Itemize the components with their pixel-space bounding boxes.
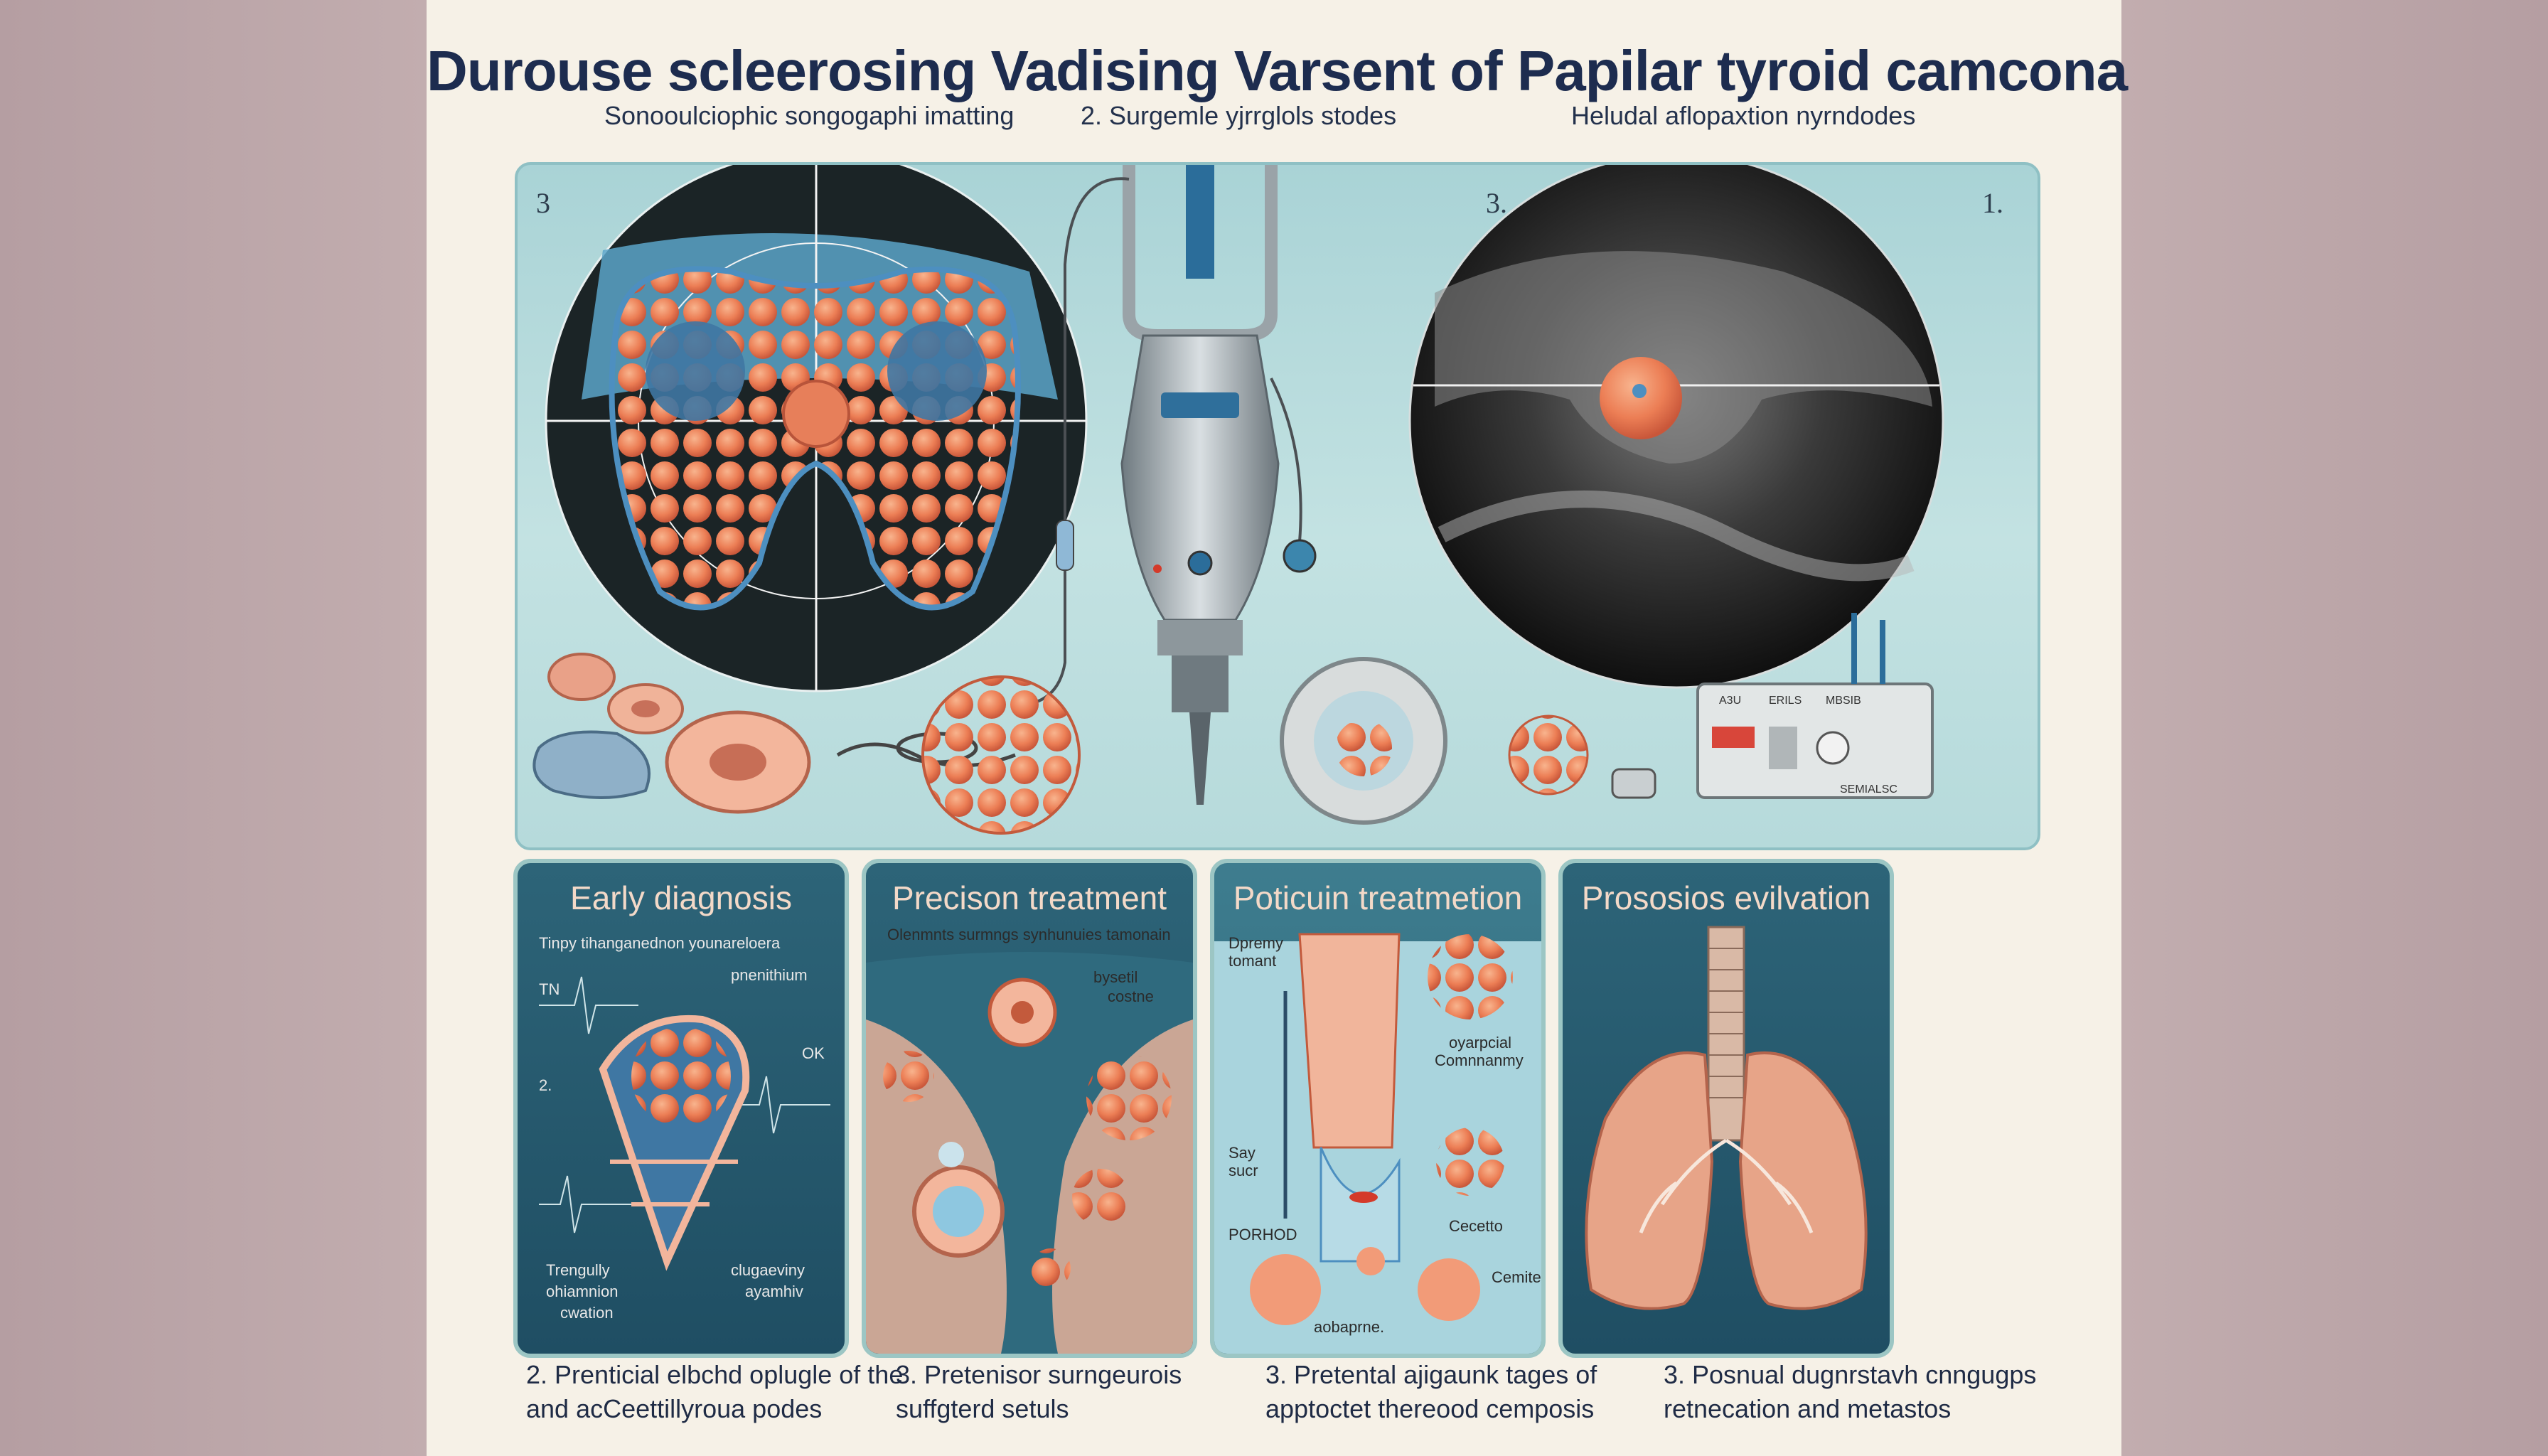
card-label: Tinpy tihanganednon younareloera xyxy=(539,934,781,952)
card-label: pnenithium xyxy=(731,966,808,984)
card-label: ayamhiv xyxy=(745,1283,803,1300)
card-label: ohiamnion xyxy=(546,1283,619,1300)
top-illustration-panel: 3 3. 1. xyxy=(515,162,2040,850)
card-label: Olenmnts surmngs synhunuies tamonain xyxy=(887,926,1171,943)
caption-2: 3. Pretenisor surngeurois suffgterd setu… xyxy=(896,1358,1182,1426)
card-label: aobaprne. xyxy=(1314,1318,1385,1336)
card-title: Poticuin treatmetion xyxy=(1233,879,1523,916)
device-label-4: SEMIALSC xyxy=(1840,783,1897,796)
subtitle-1: Sonooulciophic songogaphi imatting xyxy=(604,101,1015,130)
card-label: Cecetto xyxy=(1449,1217,1503,1235)
ultrasound-image xyxy=(1408,165,1944,689)
device-label-3: MBSIB xyxy=(1826,695,1861,707)
card-label: tomant xyxy=(1228,952,1277,970)
card-label: clugaeviny xyxy=(731,1261,805,1279)
card-prososios-evilvation: Prososios evilvation xyxy=(1558,859,1894,1358)
card-label: 2. xyxy=(539,1076,552,1094)
card-label: TN xyxy=(539,980,560,998)
left-backdrop xyxy=(0,0,427,1456)
specimen-objects xyxy=(532,613,1934,835)
caption-3: 3. Pretental ajigaunk tages of apptoctet… xyxy=(1265,1358,1597,1426)
poster: Durouse scleerosing Vadising Varsent of … xyxy=(427,0,2128,1456)
subtitle-2: 2. Surgemle yjrrglols stodes xyxy=(1081,101,1397,130)
top-illustration xyxy=(532,165,1944,835)
card-label: cwation xyxy=(560,1304,614,1322)
card-label: Comnnanmy xyxy=(1435,1051,1524,1069)
lungs-illustration xyxy=(1585,926,1868,1310)
device-label-1: A3U xyxy=(1719,695,1742,707)
thyroid-sonogram xyxy=(545,165,1088,692)
card-label: costne xyxy=(1108,987,1154,1005)
poster-title: Durouse scleerosing Vadising Varsent of … xyxy=(427,39,2128,102)
card-title: Early diagnosis xyxy=(570,879,792,916)
surgery-illustration xyxy=(1214,933,1541,1354)
diagnosis-illustration xyxy=(539,976,830,1271)
card-title: Prososios evilvation xyxy=(1581,879,1871,916)
card-label: sucr xyxy=(1228,1162,1258,1179)
card-poticuin-treatmetion: Poticuin treatmetion Dpremy tomant oyarp… xyxy=(1210,859,1546,1358)
caption-line: 3. Pretenisor surngeurois xyxy=(896,1360,1182,1389)
card-early-diagnosis: Early diagnosis Tinpy tihanganednon youn… xyxy=(513,859,849,1358)
caption-line: suffgterd setuls xyxy=(896,1394,1069,1423)
card-label: PORHOD xyxy=(1228,1226,1297,1243)
card-label: bysetil xyxy=(1093,968,1138,986)
treatment-illustration xyxy=(866,952,1193,1354)
card-label: oyarpcial xyxy=(1449,1034,1512,1051)
caption-line: apptoctet thereood cemposis xyxy=(1265,1394,1595,1423)
panel-number-right: 1. xyxy=(1982,187,2003,219)
panel-number-left: 3 xyxy=(536,187,550,219)
caption-line: 2. Prenticial elbchd oplugle of the xyxy=(526,1360,904,1389)
subtitle-3: Heludal aflopaxtion nyrndodes xyxy=(1571,101,1916,130)
panel-number-middle: 3. xyxy=(1486,187,1507,219)
caption-line: 3. Pretental ajigaunk tages of xyxy=(1265,1360,1597,1389)
caption-line: retnecation and metastos xyxy=(1664,1394,1952,1423)
card-label: Cemite xyxy=(1492,1268,1541,1286)
caption-4: 3. Posnual dugnrstavh cnngugps retnecati… xyxy=(1664,1358,2036,1426)
card-label: OK xyxy=(802,1044,825,1062)
ultrasound-probe xyxy=(1015,165,1317,805)
device-label-2: ERILS xyxy=(1769,695,1802,707)
card-precision-treatment: Precison treatment Olenmnts surmngs synh… xyxy=(862,859,1197,1358)
caption-line: and acCeettillyroua podes xyxy=(526,1394,823,1423)
right-backdrop xyxy=(2121,0,2548,1456)
caption-line: 3. Posnual dugnrstavh cnngugps xyxy=(1664,1360,2037,1389)
caption-1: 2. Prenticial elbchd oplugle of the and … xyxy=(526,1358,903,1426)
card-label: Dpremy xyxy=(1228,934,1284,952)
card-label: Say xyxy=(1228,1144,1256,1162)
card-title: Precison treatment xyxy=(892,879,1167,916)
card-label: Trengully xyxy=(546,1261,610,1279)
